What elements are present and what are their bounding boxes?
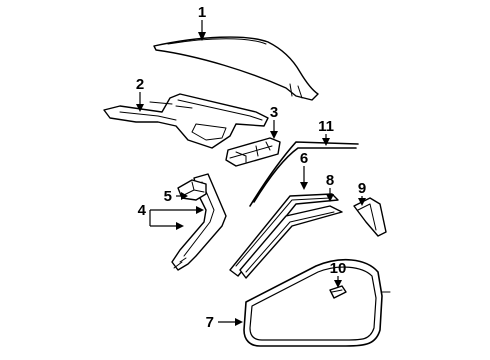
- callout-11: 11: [318, 118, 334, 135]
- callout-5: 5: [164, 188, 172, 205]
- callout-7: 7: [206, 314, 214, 331]
- callout-4: 4: [138, 202, 147, 219]
- part-roof-panel: [153, 36, 319, 101]
- callout-6: 6: [300, 150, 308, 167]
- callout-3: 3: [270, 104, 278, 121]
- leader-lines: [136, 20, 366, 326]
- callout-9: 9: [358, 180, 366, 197]
- part-inner-weatherstrip: [229, 193, 339, 277]
- part-door-seal: [243, 258, 391, 347]
- part-quarter-trim: [353, 197, 387, 237]
- callout-2: 2: [136, 76, 144, 93]
- callout-1: 1: [198, 4, 206, 21]
- part-rear-rail: [225, 137, 281, 167]
- part-outer-frame: [239, 205, 343, 279]
- part-a-pillar: [171, 173, 227, 271]
- part-drip-weatherstrip: [249, 141, 359, 207]
- callout-10: 10: [330, 260, 347, 277]
- callout-labels: 1 2 3 4 5 6 7 8 9 10 11: [136, 4, 366, 331]
- part-roof-frame: [103, 93, 269, 149]
- callout-8: 8: [326, 172, 334, 189]
